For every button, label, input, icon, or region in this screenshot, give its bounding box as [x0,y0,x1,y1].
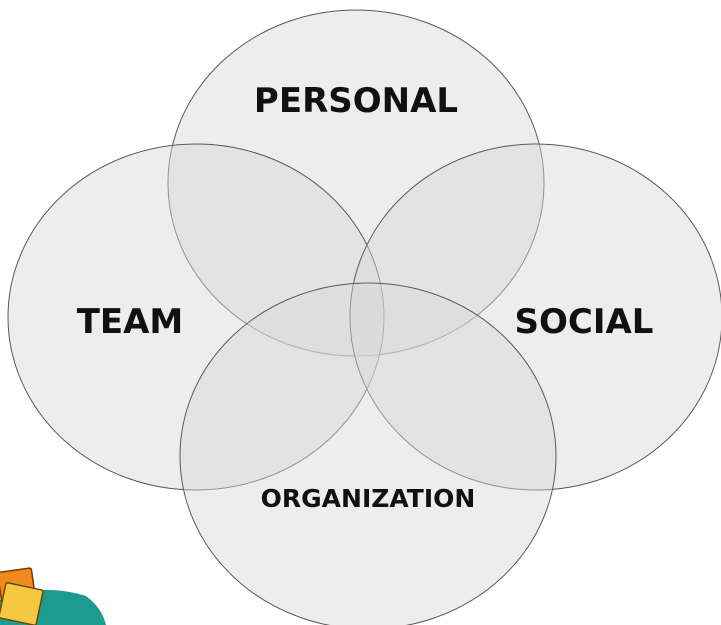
circle-team [7,143,385,491]
label-personal: PERSONAL [254,81,458,121]
yellow-folder [0,582,44,625]
circle-organization [179,282,557,625]
label-social: SOCIAL [515,302,654,342]
circle-personal [167,9,545,357]
label-team: TEAM [77,302,184,342]
folders-icon [0,567,106,625]
label-organization: ORGANIZATION [261,484,476,513]
circle-social [349,143,721,491]
